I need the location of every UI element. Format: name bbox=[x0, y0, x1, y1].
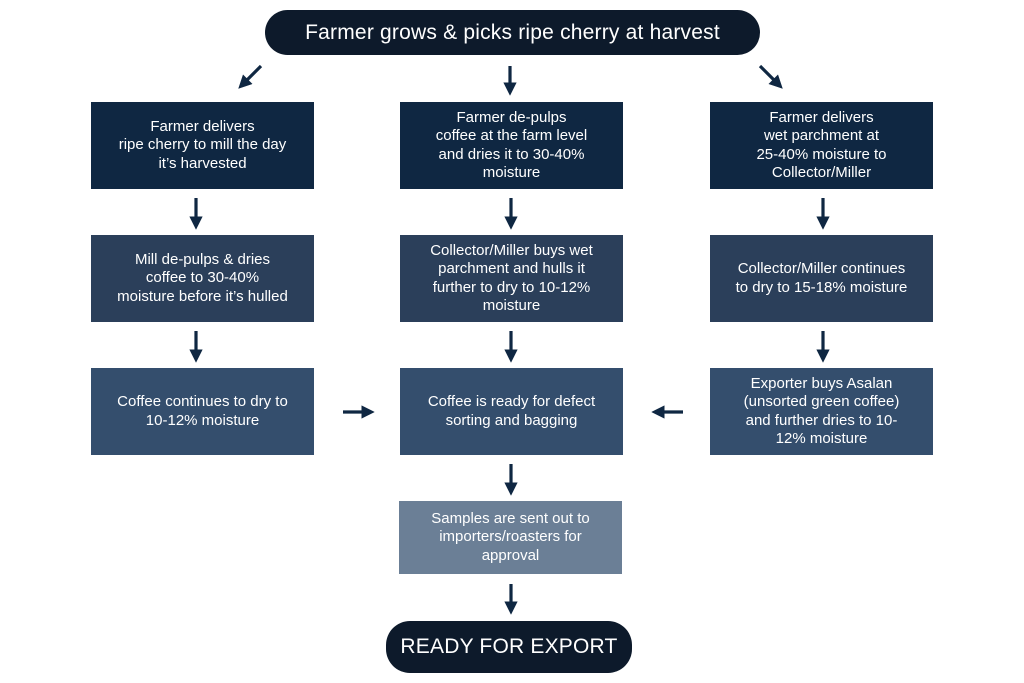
right-step-2: Collector/Miller continues to dry to 15-… bbox=[710, 235, 933, 322]
left-step-1: Farmer delivers ripe cherry to mill the … bbox=[91, 102, 314, 189]
arrow-start-to-left bbox=[238, 64, 263, 89]
right-step-1: Farmer delivers wet parchment at 25-40% … bbox=[710, 102, 933, 189]
left-step-2: Mill de-pulps & dries coffee to 30-40% m… bbox=[91, 235, 314, 322]
arrow-start-to-right bbox=[758, 64, 783, 89]
right-step-3: Exporter buys Asalan (unsorted green cof… bbox=[710, 368, 933, 455]
middle-step-1: Farmer de-pulps coffee at the farm level… bbox=[400, 102, 623, 189]
start-node: Farmer grows & picks ripe cherry at harv… bbox=[265, 10, 760, 55]
middle-step-2: Collector/Miller buys wet parchment and … bbox=[400, 235, 623, 322]
left-step-3: Coffee continues to dry to 10-12% moistu… bbox=[91, 368, 314, 455]
middle-step-3: Coffee is ready for defect sorting and b… bbox=[400, 368, 623, 455]
samples-step: Samples are sent out to importers/roaste… bbox=[399, 501, 622, 574]
end-node: READY FOR EXPORT bbox=[386, 621, 632, 673]
